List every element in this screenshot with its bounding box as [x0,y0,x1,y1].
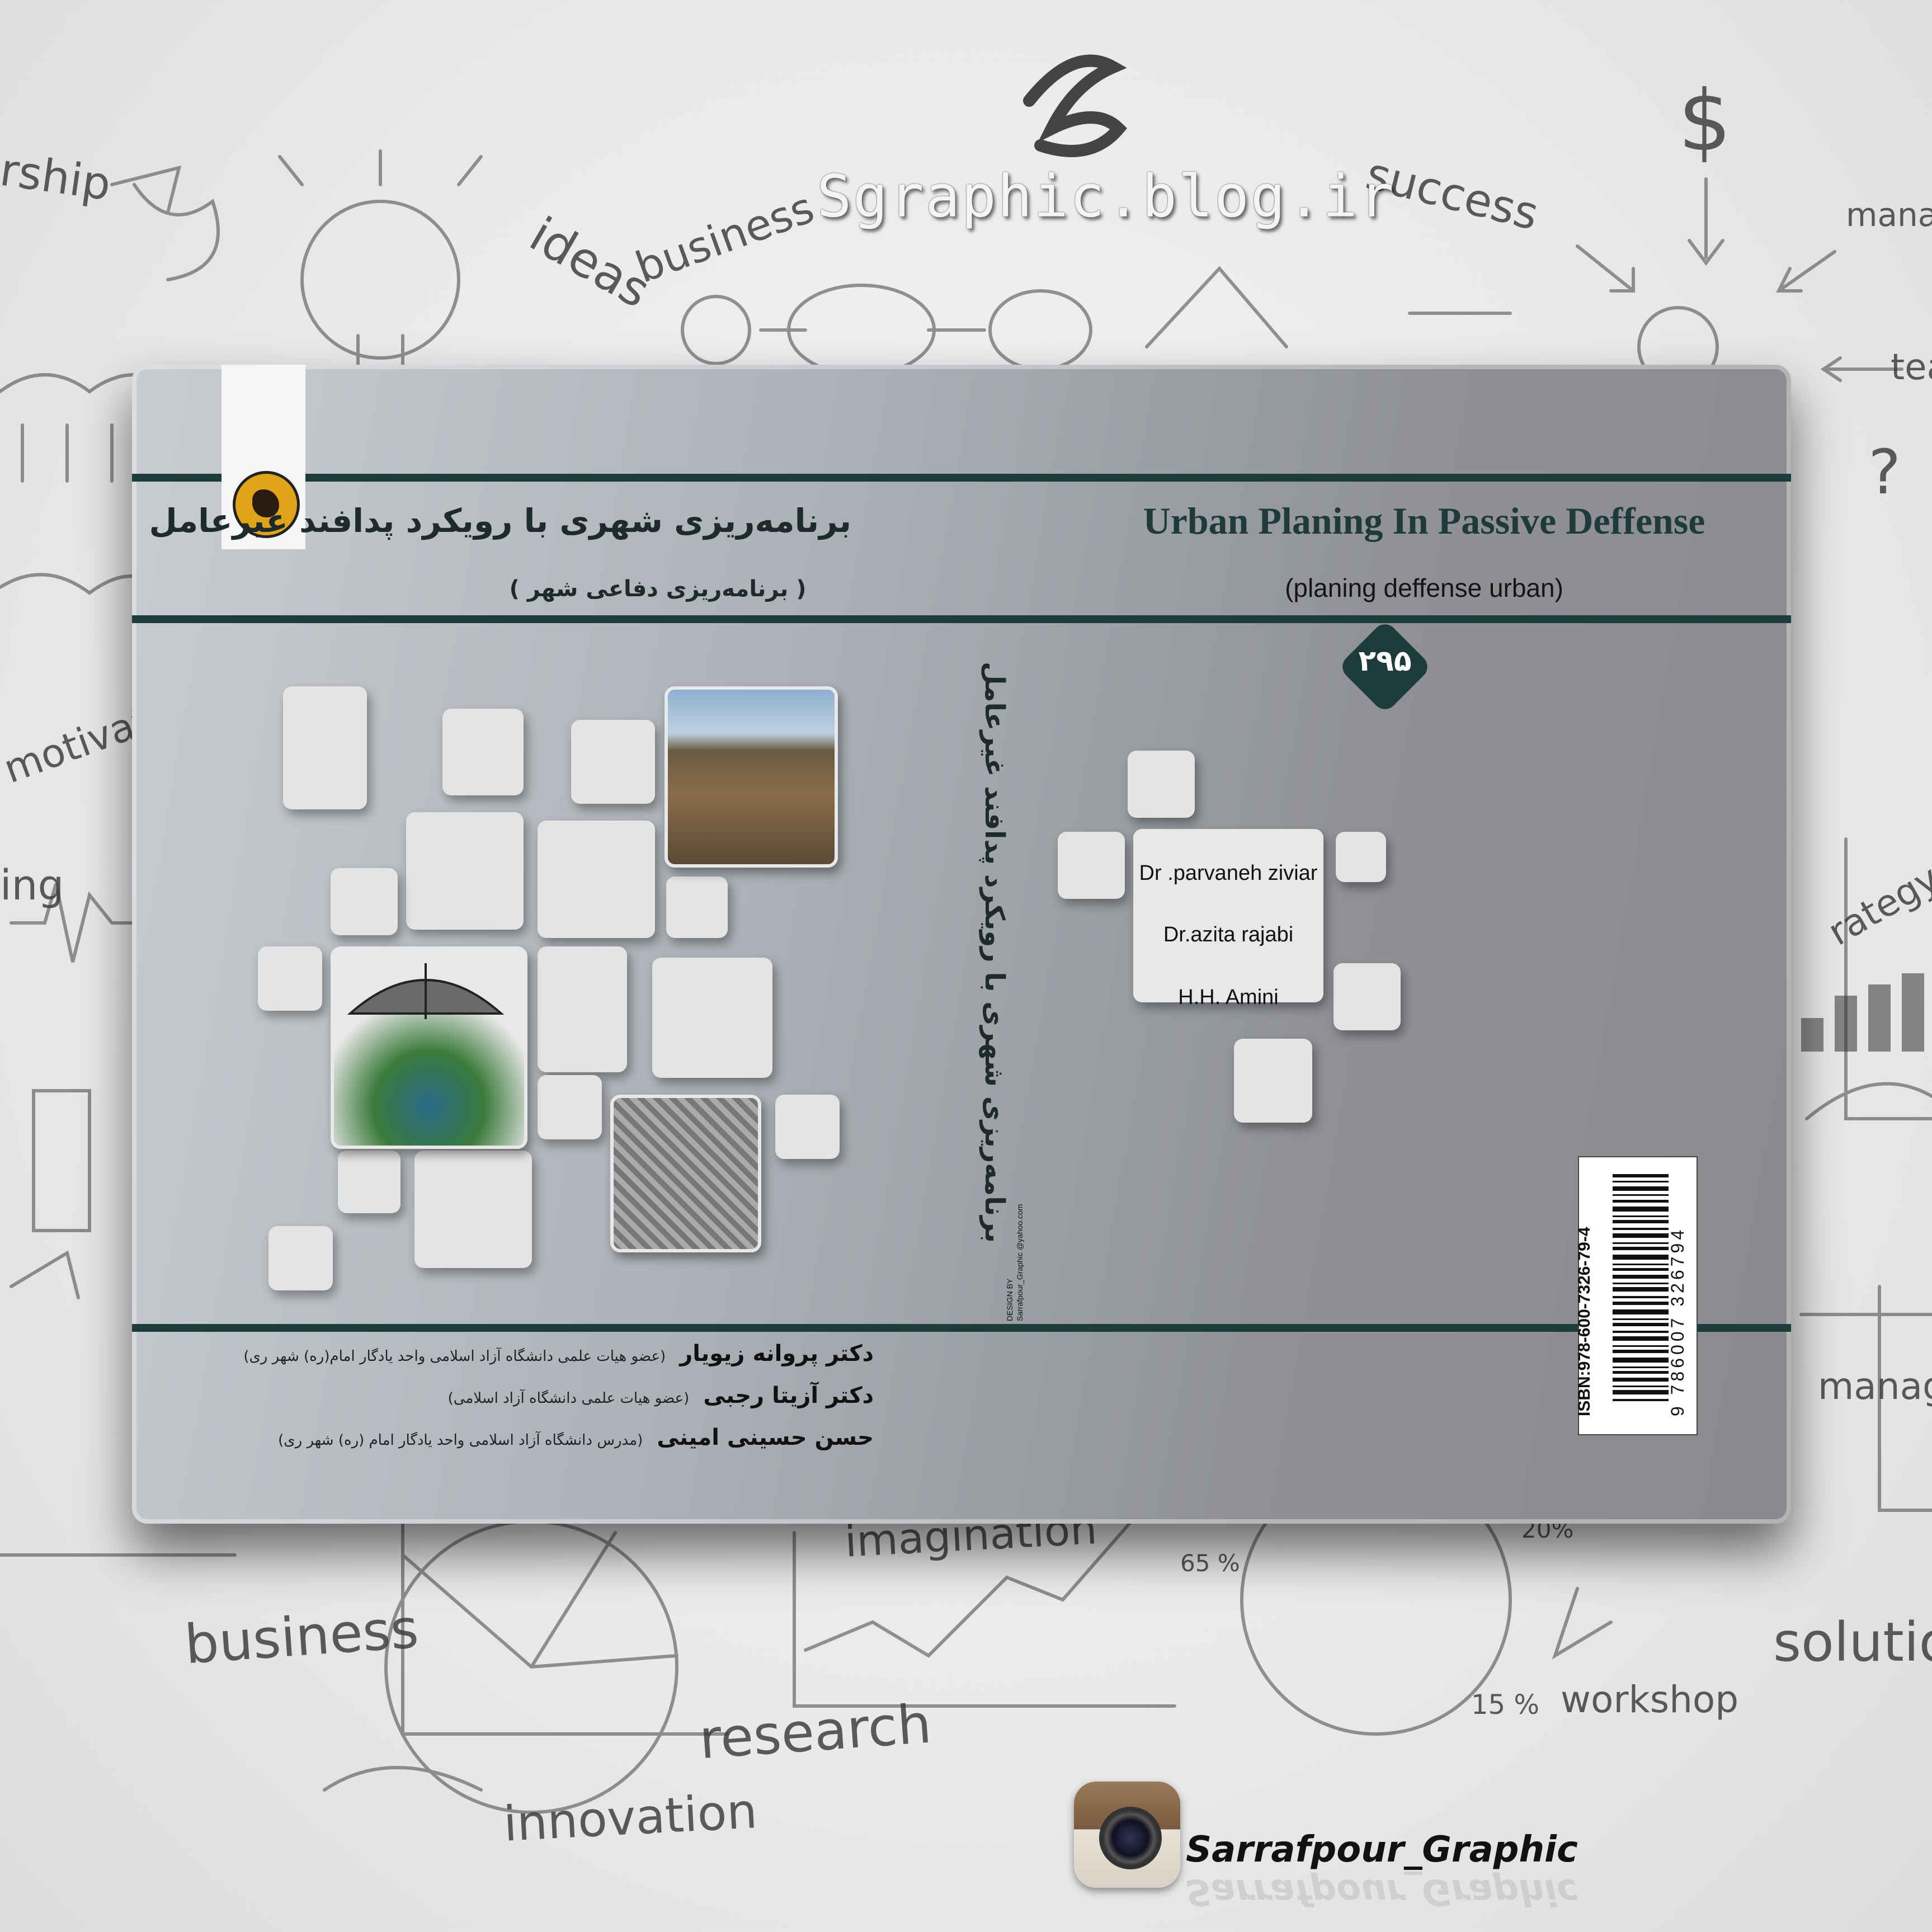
tile [666,877,728,938]
barcode-bars [1613,1174,1669,1401]
top-band [132,474,1791,482]
tile [538,1075,602,1139]
isbn-barcode [1578,1156,1698,1435]
isbn-text: ISBN:978-600-7326-79-4 [1575,1227,1594,1416]
tile [775,1095,840,1159]
doodle-dollar: $ [1678,73,1732,170]
tile [283,686,367,809]
book-cover: برنامه‌ریزی شهری با رویکرد پدافند غیرعام… [132,365,1791,1524]
instagram-handle-reflection: Sarrafpour_Graphic [1186,1871,1578,1912]
tile [652,958,772,1078]
doodle-workshop: workshop [1561,1678,1739,1721]
credit-3: حسن حسینی امینی (مدرس دانشگاه آزاد اسلام… [278,1425,874,1450]
author-3: H.H. Amini [1178,986,1279,1009]
credit-name: دکتر پروانه زیویار [680,1341,874,1366]
tile [268,1226,333,1290]
umbrella-icon [347,963,505,1019]
instagram-handle[interactable]: Sarrafpour_Graphic [1186,1829,1578,1870]
credit-role: (عضو هیات علمی دانشگاه آزاد اسلامی واحد … [243,1348,666,1365]
tile [1234,1039,1312,1123]
english-subtitle: (planing deffense urban) [1285,573,1563,602]
doodle-team: tea [1891,347,1932,388]
credit-role: (مدرس دانشگاه آزاد اسلامی واحد یادگار ام… [278,1432,643,1449]
tile [1333,963,1401,1030]
doodle-pct-15: 15 % [1471,1689,1539,1721]
mountain-village-photo [665,686,838,868]
series-number: ۲۹۵ [1358,644,1412,678]
tile [338,1151,400,1213]
credit-name: دکتر آزیتا رجبی [703,1383,874,1408]
author-1: Dr .parvaneh ziviar [1139,861,1318,885]
authors-card: Dr .parvaneh ziviar Dr.azita rajabi H.H.… [1133,829,1323,1009]
doodle-pct-65: 65 % [1180,1549,1240,1577]
tile [538,821,655,938]
watermark: Sgraphic.blog.ir [817,162,1395,230]
credit-1: دکتر پروانه زیویار (عضو هیات علمی دانشگا… [243,1341,874,1366]
barcode-digits: 9 786007 326794 [1667,1226,1688,1416]
veiled-figure-photo [610,1095,761,1252]
tile [258,946,322,1011]
credit-role: (عضو هیات علمی دانشگاه آزاد اسلامی) [447,1390,690,1407]
doodle-management-right: manage [1818,1365,1932,1408]
credit-2: دکتر آزیتا رجبی (عضو هیات علمی دانشگاه آ… [448,1383,874,1408]
doodle-management-top: manage [1846,196,1932,234]
tile [406,812,524,930]
tile [571,720,655,804]
persian-title: برنامه‌ریزی شهری با رویکرد پدافند غیرعام… [149,502,851,540]
title-band [132,615,1791,623]
tile [442,709,524,795]
persian-subtitle: ( برنامه‌ریزی دفاعی شهر ) [509,576,807,602]
bottom-band [132,1324,1791,1332]
instagram-icon[interactable] [1074,1782,1180,1888]
tile [331,868,398,935]
tile [1336,832,1386,882]
tile [414,1151,532,1268]
sgraphic-logo-icon [1023,54,1127,157]
tile [538,946,627,1072]
author-2: Dr.azita rajabi [1163,923,1294,946]
doodle-planning: ing [0,861,64,910]
credit-name: حسن حسینی امینی [657,1425,874,1450]
doodle-solution: solutio [1773,1611,1932,1674]
tile [1128,751,1195,818]
tile [1058,832,1125,899]
doodle-question: ? [1868,436,1901,508]
english-title: Urban Planing In Passive Deffense [1143,500,1705,542]
designer-credit: DESIGN BY Sarrafpour_Graphic @yahoo.com [1005,1204,1024,1321]
geography-association-logo-icon [233,471,300,538]
spine-title: برنامه‌ریزی شهری با رویکرد پدافند غیرعام… [979,661,1010,1243]
